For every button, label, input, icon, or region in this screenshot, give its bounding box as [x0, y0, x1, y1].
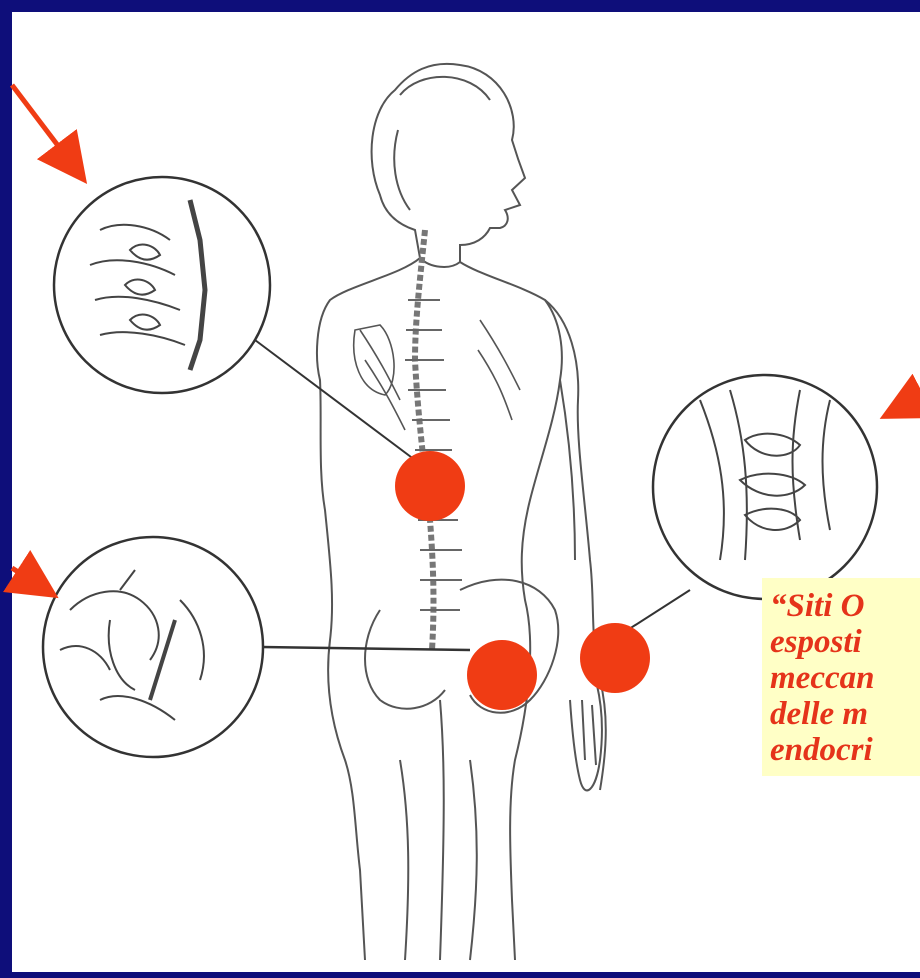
- leg-lines: [400, 700, 477, 960]
- arrow-spine: [12, 85, 78, 172]
- marker-hip: [467, 640, 537, 710]
- torso-back: [460, 262, 562, 960]
- figure-outline: [317, 64, 606, 960]
- hair-detail: [394, 77, 490, 210]
- callout-line: meccan: [770, 660, 920, 696]
- marker-wrist: [580, 623, 650, 693]
- torso-outline: [317, 258, 420, 960]
- callout-line: “Siti O: [770, 588, 920, 624]
- callout-line: endocri: [770, 732, 920, 768]
- marker-spine: [395, 451, 465, 521]
- callout-line: esposti: [770, 624, 920, 660]
- inset-hip: [43, 537, 263, 757]
- inset-spine-leader: [255, 340, 415, 460]
- arrow-hip: [12, 568, 46, 590]
- arm-outline: [545, 300, 606, 790]
- callout-line: menop: [770, 768, 920, 776]
- inset-wrist: [653, 375, 877, 599]
- shoulder-blade: [354, 325, 394, 395]
- inset-spine: [54, 177, 270, 393]
- arrow-wrist: [893, 398, 920, 412]
- spine-column: [415, 230, 433, 650]
- ribcage: [360, 320, 520, 430]
- inset-hip-leader: [262, 647, 470, 650]
- callout-box: “Siti O esposti meccan delle m endocri m…: [762, 578, 920, 776]
- callout-line: delle m: [770, 696, 920, 732]
